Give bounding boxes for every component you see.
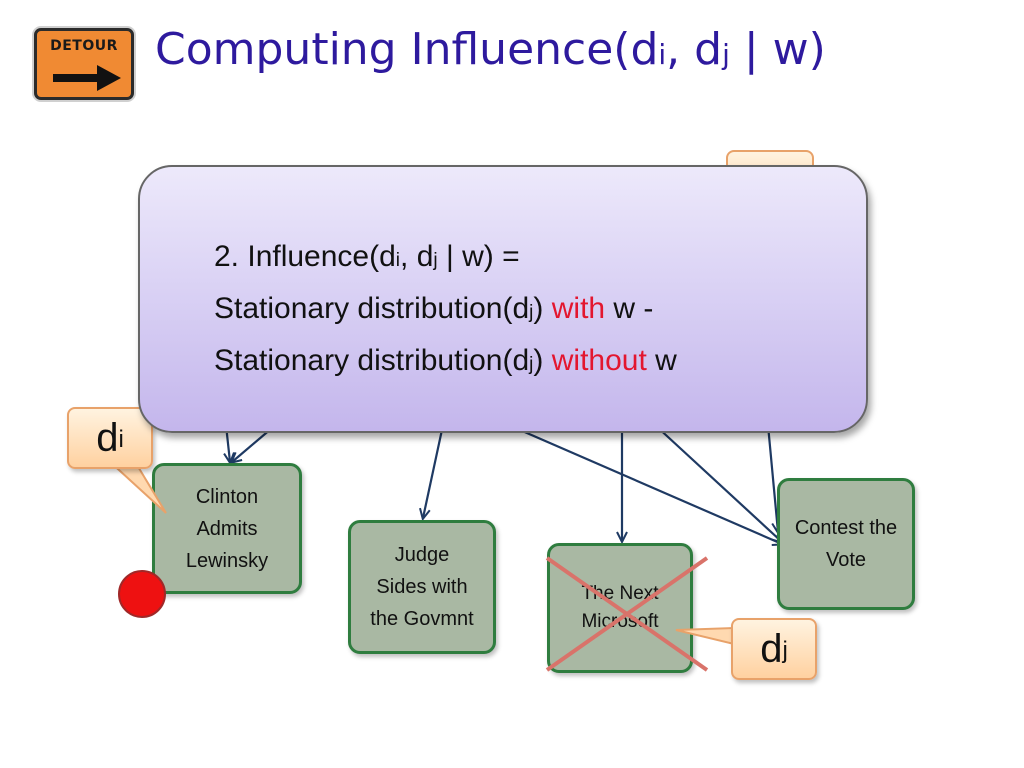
edge-to-contest-c [766,424,778,532]
edge-to-judge [423,424,445,518]
without-highlight: without [551,344,647,377]
formula-text: 2. Influence(di, dj | w) = Stationary di… [214,233,677,389]
detour-label: DETOUR [50,38,118,54]
red-marker-dot [118,570,166,618]
formula-line-3: Stationary distribution(dj) without w [214,344,677,377]
edge-to-contest-a [519,428,782,544]
cross-out-icon [545,556,709,672]
edge-to-contest-b [654,424,782,542]
formula-overlay-box: 2. Influence(di, dj | w) = Stationary di… [138,165,868,433]
edge-to-clinton-b [232,427,273,462]
formula-line-1: 2. Influence(di, dj | w) = [214,240,520,273]
with-highlight: with [551,292,606,325]
node-contest-the-vote: Contest the Vote [777,478,915,610]
detour-sign-icon: DETOUR [34,28,134,100]
arrow-right-icon [53,65,121,91]
slide-title: Computing Influence(di, dj | w) [155,24,826,75]
node-clinton-admits-lewinsky: Clinton Admits Lewinsky [152,463,302,594]
formula-line-2: Stationary distribution(dj) with w - [214,292,654,325]
node-judge-sides-with-govmnt: Judge Sides with the Govmnt [348,520,496,654]
